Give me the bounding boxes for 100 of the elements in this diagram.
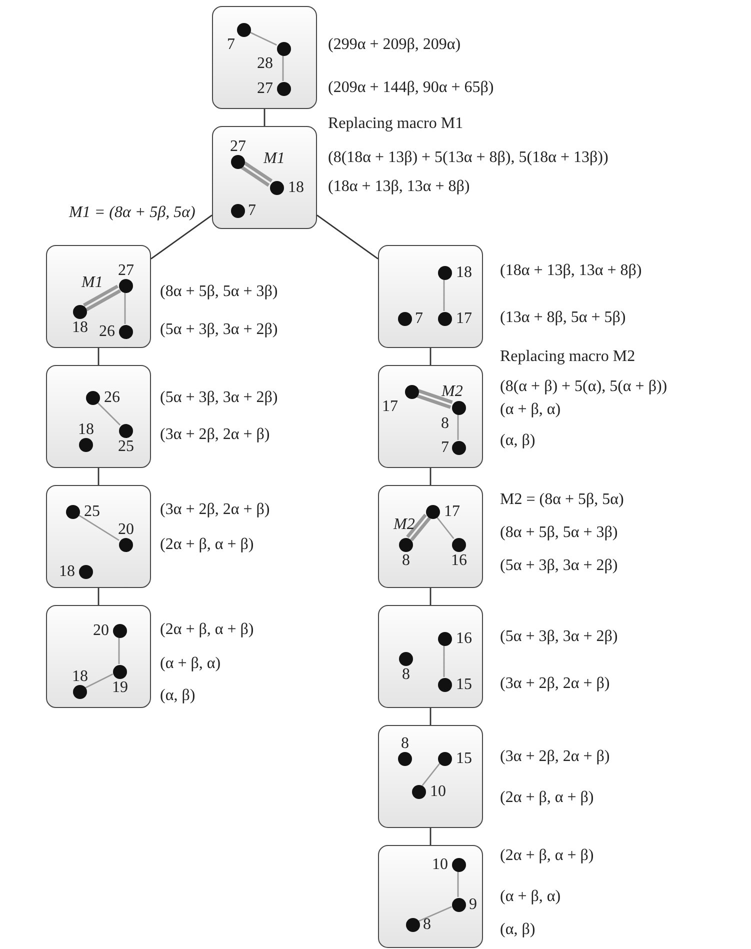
vertex-label: 26 (104, 390, 120, 406)
edge-label: M2 (442, 383, 463, 401)
formula-text: (α + β, α) (500, 888, 561, 906)
formula-text: (3α + 2β, 2α + β) (500, 748, 610, 766)
vertex-label: 7 (440, 440, 450, 456)
graph-panel (212, 126, 317, 229)
vertex-label: 18 (288, 180, 304, 196)
vertex-label: 18 (456, 265, 472, 281)
connector-line (422, 763, 440, 786)
formula-text: (5α + 3β, 3α + 2β) (160, 321, 278, 339)
vertex-label: 27 (256, 81, 274, 97)
connector-line (282, 55, 284, 81)
formula-text: (α, β) (500, 432, 536, 450)
vertex-label: 28 (256, 56, 274, 72)
connector-line (430, 348, 432, 365)
graph-panel (378, 485, 483, 588)
vertex-label: 20 (92, 623, 110, 639)
formula-text: Replacing macro M2 (500, 348, 636, 366)
formula-text: (2α + β, α + β) (500, 847, 594, 865)
vertex-label: 7 (248, 203, 256, 219)
vertex-label: 7 (414, 311, 424, 327)
vertex-label: 18 (78, 422, 94, 438)
vertex-label: 16 (456, 631, 472, 647)
vertex-label: 25 (118, 439, 134, 455)
vertex-label: 20 (118, 522, 134, 538)
vertex-label: 27 (230, 139, 246, 155)
formula-text: (α + β, α) (500, 401, 561, 419)
vertex-label: 7 (226, 37, 236, 53)
graph-panel (46, 485, 151, 588)
formula-text: (18α + 13β, 13α + 8β) (328, 178, 470, 196)
graph-panel (378, 725, 483, 828)
connector-line (118, 637, 120, 664)
vertex-label: 19 (112, 680, 128, 696)
graph-panel (212, 6, 317, 109)
vertex-label: 17 (444, 504, 460, 520)
vertex-label: 15 (456, 677, 472, 693)
graph-panel (46, 245, 151, 348)
connector-line (443, 645, 445, 677)
vertex-label: 27 (118, 263, 134, 279)
formula-text: (α + β, α) (160, 655, 221, 673)
graph-panel (378, 605, 483, 708)
connector-line (457, 414, 459, 440)
double-line (406, 513, 432, 542)
formula-text: (8α + 5β, 5α + 3β) (500, 524, 618, 542)
vertex-label: 18 (72, 320, 88, 336)
graph-panel (46, 365, 151, 468)
connector-line (84, 674, 114, 688)
connector-line (430, 588, 432, 605)
vertex-label: 16 (450, 553, 468, 569)
connector-line (430, 828, 432, 845)
formula-text: (2α + β, α + β) (160, 536, 254, 554)
formula-text: (3α + 2β, 2α + β) (500, 675, 610, 693)
formula-text: (α, β) (160, 687, 196, 705)
vertex-label: 8 (440, 416, 450, 432)
formula-text: (299α + 209β, 209α) (328, 36, 461, 54)
connector-line (443, 279, 445, 311)
connector-line (430, 468, 432, 485)
connector-line (249, 31, 277, 46)
formula-text: (5α + 3β, 3α + 2β) (500, 557, 618, 575)
vertex-label: 15 (456, 751, 472, 767)
edge-label: M1 (82, 274, 103, 292)
connector-line (418, 906, 452, 922)
formula-text: (18α + 13β, 13α + 8β) (500, 262, 642, 280)
connector-line (78, 514, 120, 541)
edge-label: M2 (394, 516, 415, 534)
formula-text: (8α + 5β, 5α + 3β) (160, 283, 278, 301)
formula-text: (209α + 144β, 90α + 65β) (328, 79, 494, 97)
formula-text: Replacing macro M1 (328, 115, 464, 133)
vertex-label: 25 (84, 504, 100, 520)
graph-panel (46, 605, 151, 708)
double-line (415, 389, 454, 409)
vertex-label: 18 (58, 564, 76, 580)
formula-text: (13α + 8β, 5α + 5β) (500, 309, 626, 327)
vertex-label: 10 (432, 857, 448, 873)
connector-line (96, 401, 121, 426)
connector-line (264, 109, 266, 126)
vertex-label: 8 (400, 736, 410, 752)
connector-line (316, 214, 378, 260)
formula-text: (5α + 3β, 3α + 2β) (160, 389, 278, 407)
formula-text: (2α + β, α + β) (500, 789, 594, 807)
formula-text: (α, β) (500, 921, 536, 939)
connector-line (150, 214, 212, 260)
connector-line (436, 516, 454, 539)
connector-line (98, 588, 100, 605)
formula-text: (8(18α + 13β) + 5(13α + 8β), 5(18α + 13β)) (328, 149, 608, 167)
vertex-label: 8 (402, 667, 410, 683)
vertex-label: 18 (72, 669, 88, 685)
formula-text: (3α + 2β, 2α + β) (160, 426, 270, 444)
graph-panel (378, 365, 483, 468)
graph-panel (378, 845, 483, 948)
graph-panel (378, 245, 483, 348)
formula-text: (2α + β, α + β) (160, 621, 254, 639)
connector-line (430, 708, 432, 725)
edge-label: M1 (264, 150, 285, 168)
vertex-label: 26 (98, 324, 116, 340)
double-line (240, 161, 274, 187)
connector-line (457, 871, 459, 897)
vertex-label: 9 (468, 897, 478, 913)
formula-text: M2 = (8α + 5β, 5α) (500, 491, 624, 509)
double-line (82, 284, 122, 312)
